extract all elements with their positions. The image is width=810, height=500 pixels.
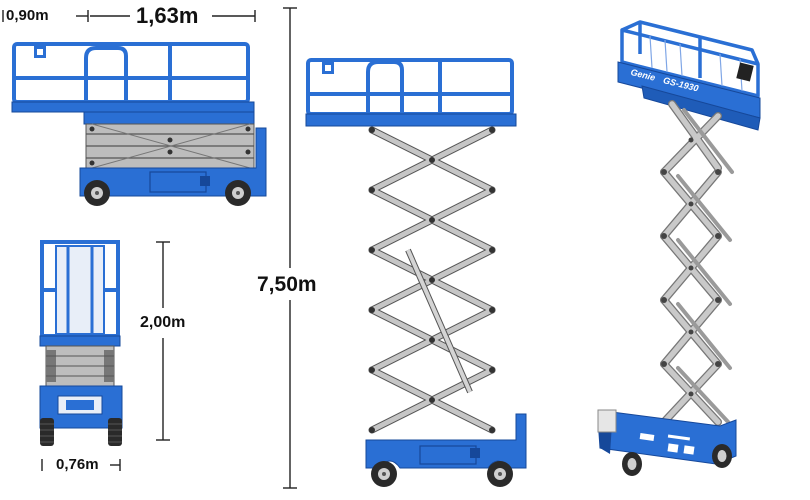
width-label: 0,76m <box>56 456 99 473</box>
max-height-label: 7,50m <box>257 273 317 296</box>
platform-extension-label: 0,90m <box>6 7 49 24</box>
dimension-lines <box>2 7 297 489</box>
side-view-extended <box>305 58 527 487</box>
front-view-stowed <box>39 240 123 446</box>
perspective-view-extended <box>597 20 761 476</box>
stowed-height-label: 2,00m <box>140 314 186 331</box>
platform-length-label: 1,63m <box>136 3 199 28</box>
side-view-stowed <box>11 42 267 206</box>
